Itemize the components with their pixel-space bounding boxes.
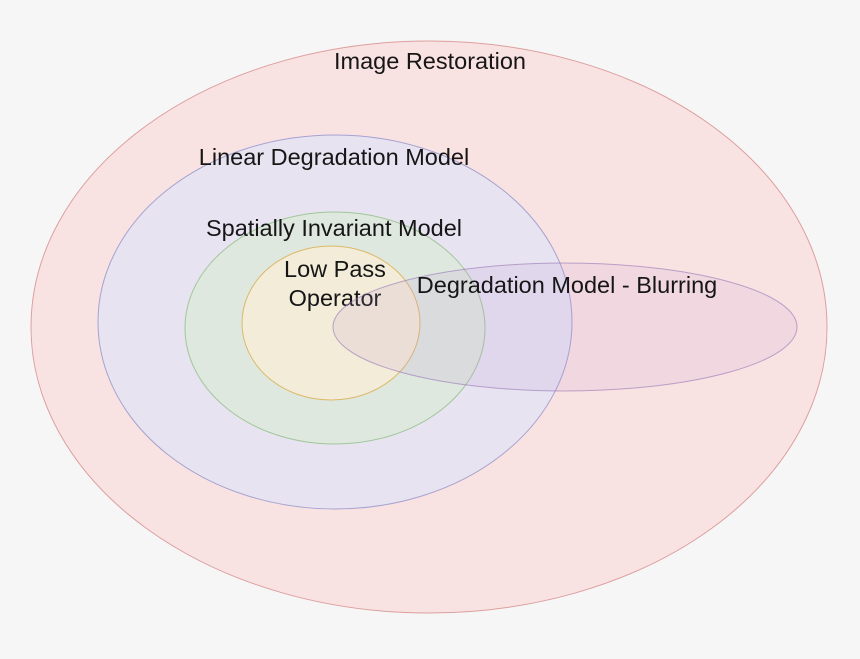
degradation-model-blurring-ellipse — [332, 262, 798, 392]
low-pass-operator-label-line1: Low Pass — [284, 256, 386, 282]
spatially-invariant-model-label: Spatially Invariant Model — [206, 215, 462, 241]
low-pass-operator-ellipse — [241, 245, 421, 401]
low-pass-operator-label-line2: Operator — [289, 285, 382, 311]
degradation-model-blurring-label: Degradation Model - Blurring — [417, 272, 717, 298]
linear-degradation-model-label: Linear Degradation Model — [199, 144, 469, 170]
image-restoration-label: Image Restoration — [334, 48, 526, 74]
